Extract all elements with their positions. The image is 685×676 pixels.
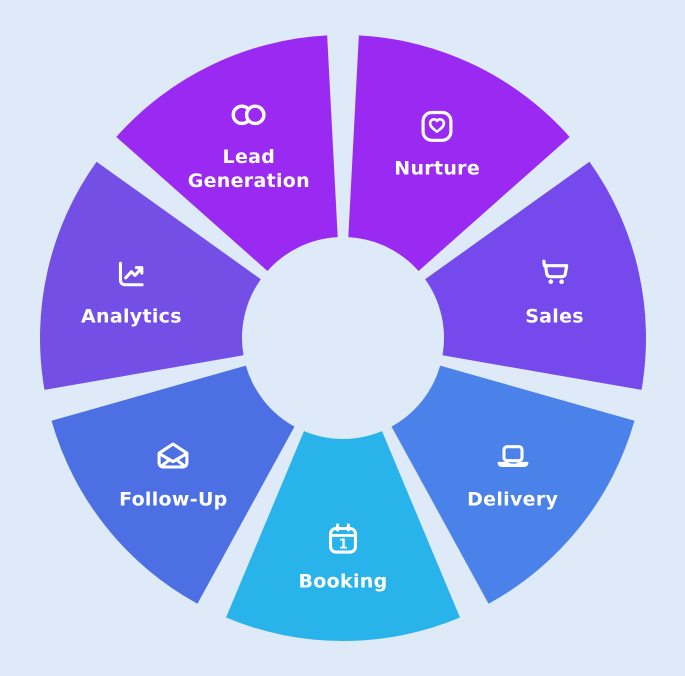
segment-shape-delivery: [391, 365, 635, 604]
segment-shape-follow-up: [51, 365, 295, 604]
segment-shape-analytics: [39, 161, 261, 390]
segment-shape-sales: [425, 161, 647, 390]
segment-shape-lead-generation: [116, 35, 338, 271]
segment-shape-nurture: [348, 35, 570, 271]
